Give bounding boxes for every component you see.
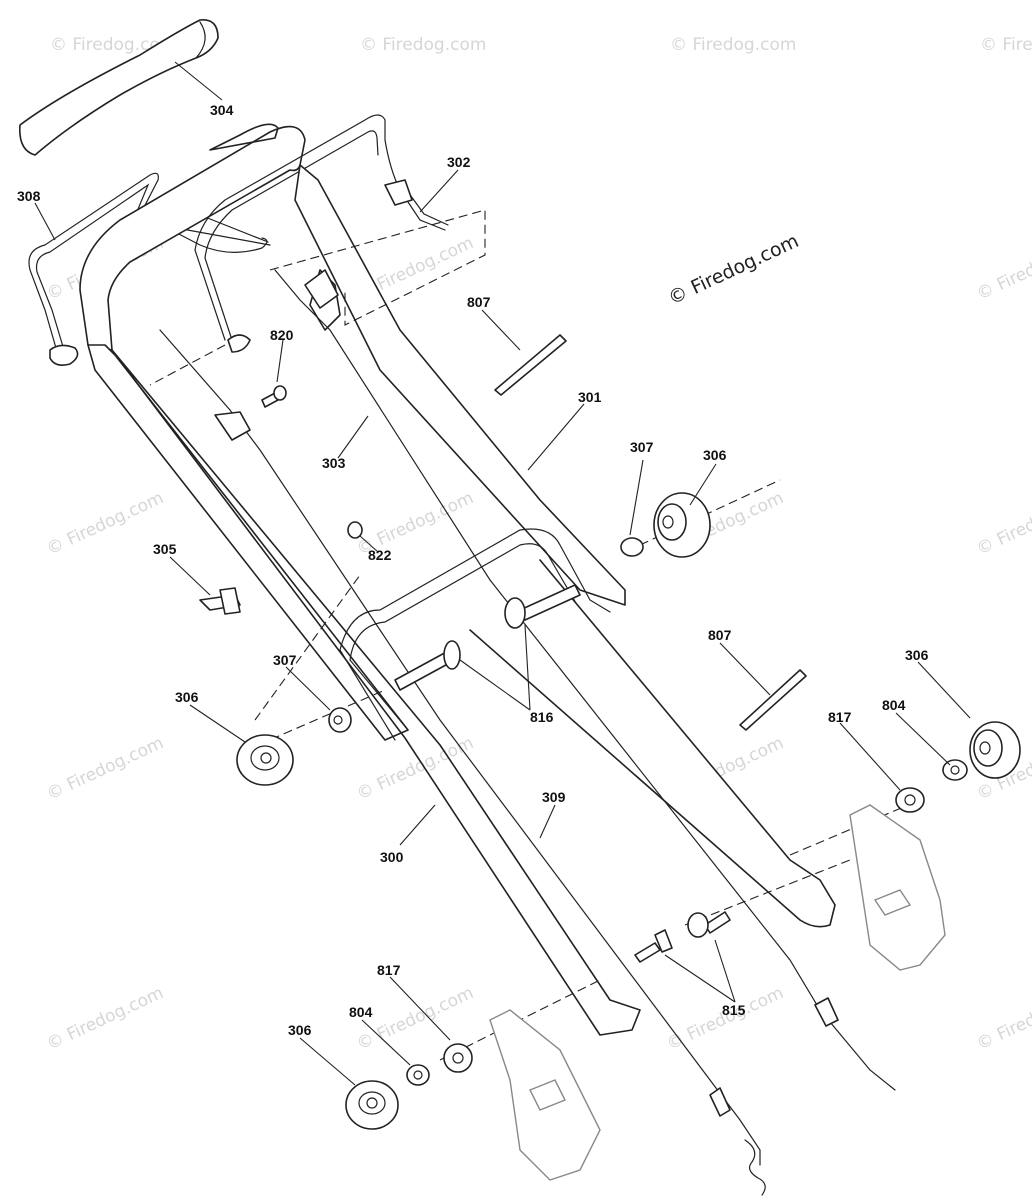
label-815: 815 [722,1002,746,1018]
label-304: 304 [210,102,234,118]
watermark: © Firedog.com [44,983,167,1055]
knob-icon [345,1080,399,1130]
watermark: © Firedog.com [44,488,167,560]
label-817: 817 [828,709,852,725]
label-817: 817 [377,962,401,978]
label-306: 306 [288,1022,312,1038]
label-309: 309 [542,789,566,805]
label-822: 822 [368,547,392,563]
label-307: 307 [273,652,297,668]
label-804: 804 [349,1004,373,1020]
label-308: 308 [17,188,41,204]
label-303: 303 [322,455,346,471]
watermark-main: © Firedog.com [665,230,802,310]
knob-icon [236,734,294,786]
label-820: 820 [270,327,294,343]
leader-lines [34,61,971,1086]
watermark: © Firedog.com [670,35,796,55]
watermark: © Firedog.com [974,983,1032,1055]
watermark: © Firedog.com [980,35,1032,55]
label-306: 306 [175,689,199,705]
label-306: 306 [703,447,727,463]
label-300: 300 [380,849,404,865]
cables-303-309 [159,269,896,1196]
bracket-icon [489,804,946,1181]
washer-icon [328,537,968,1086]
label-807: 807 [708,627,732,643]
label-305: 305 [153,541,177,557]
label-807: 807 [467,294,491,310]
label-307: 307 [630,439,654,455]
watermark: © Firedog.com [44,733,167,805]
bolt-icon [199,334,807,963]
label-816: 816 [530,709,554,725]
watermark: © Firedog.com [360,35,486,55]
watermark: © Firedog.com [974,488,1032,560]
grip-304 [18,19,219,156]
watermark: © Firedog.com [50,35,176,55]
knob-icon [653,492,711,558]
label-301: 301 [578,389,602,405]
part-labels: 304 302 308 807 820 301 303 307 306 305 … [17,102,929,1038]
label-302: 302 [447,154,471,170]
label-804: 804 [882,697,906,713]
knob-icon [969,721,1021,779]
watermark: © Firedog.com [974,233,1032,305]
label-306: 306 [905,647,929,663]
lower-handle-300 [87,344,836,1036]
